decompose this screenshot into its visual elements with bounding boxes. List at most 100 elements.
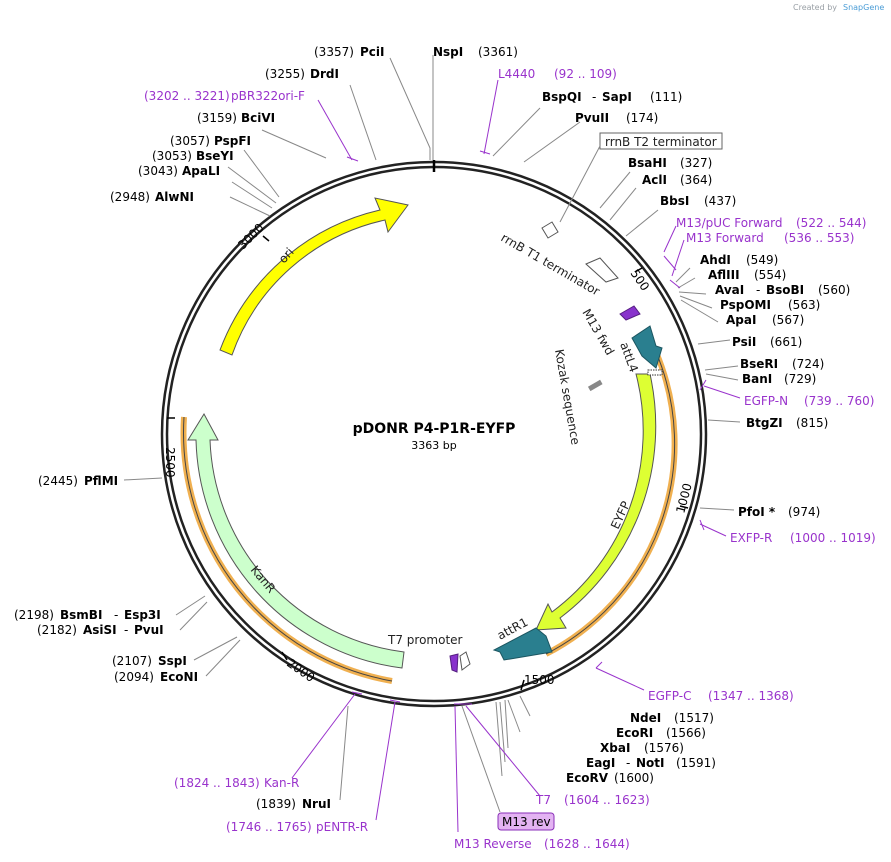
esp3i-site[interactable]: Esp3I — [124, 608, 161, 622]
asisi-pos: (2182) — [37, 623, 77, 637]
apali-site[interactable]: ApaLI — [182, 164, 220, 178]
nspi-pos: (3361) — [478, 45, 518, 59]
attl4-feature — [631, 325, 663, 369]
acli-site[interactable]: AclI — [642, 173, 667, 187]
pvuii-site[interactable]: PvuII — [575, 111, 609, 125]
kanr-feature — [187, 412, 405, 669]
sspi-site[interactable]: SspI — [158, 654, 187, 668]
apali-pos: (3043) — [138, 164, 178, 178]
pcii-site[interactable]: PciI — [360, 45, 385, 59]
m13-rev-box[interactable] — [497, 812, 555, 831]
svg-text:-: - — [592, 90, 596, 104]
bspqi-pos: (111) — [650, 90, 682, 104]
pspomi-site[interactable]: PspOMI — [720, 298, 771, 312]
exfp-r-primer[interactable]: EXFP-R — [730, 531, 772, 545]
btgzi-pos: (815) — [796, 416, 828, 430]
apai-site[interactable]: ApaI — [726, 313, 756, 327]
ahdi-pos: (549) — [746, 253, 778, 267]
m13-forward-range: (536 .. 553) — [784, 231, 854, 245]
pvui-site[interactable]: PvuI — [134, 623, 164, 637]
bseyi-site[interactable]: BseYI — [196, 149, 234, 163]
ahdi-site[interactable]: AhdI — [700, 253, 731, 267]
sapi-site[interactable]: SapI — [602, 90, 632, 104]
tick-label-500: 500 — [628, 267, 653, 294]
m13-rev-primer[interactable]: M13 rev — [502, 815, 551, 829]
ecorv-site[interactable]: EcoRV — [566, 771, 609, 785]
econi-pos: (2094) — [114, 670, 154, 684]
bcivi-pos: (3159) — [197, 111, 237, 125]
bspqi-site[interactable]: BspQI — [542, 90, 582, 104]
eagi-site[interactable]: EagI — [586, 756, 615, 770]
m13-reverse-range: (1628 .. 1644) — [544, 837, 630, 851]
l4440-primer[interactable]: L4440 — [498, 67, 535, 81]
m13-forward-primer[interactable]: M13 Forward — [686, 231, 764, 245]
bseyi-pos: (3053) — [152, 149, 192, 163]
pflmi-site[interactable]: PflMI — [84, 474, 118, 488]
egfp-n-primer[interactable]: EGFP-N — [744, 394, 788, 408]
bsahi-pos: (327) — [680, 156, 712, 170]
asisi-site[interactable]: AsiSI — [83, 623, 117, 637]
ndei-pos: (1517) — [674, 711, 714, 725]
tick-label-1000: 1000 — [673, 482, 694, 515]
pentr-r-primer[interactable]: pENTR-R — [316, 820, 368, 834]
svg-text:-: - — [114, 608, 118, 622]
ecori-pos: (1566) — [666, 726, 706, 740]
bbsi-pos: (437) — [704, 194, 736, 208]
kan-r-primer[interactable]: Kan-R — [264, 776, 299, 790]
psii-pos: (661) — [770, 335, 802, 349]
tick-label-2000: 2000 — [284, 656, 317, 685]
avai-site[interactable]: AvaI — [715, 283, 744, 297]
pcii-pos: (3357) — [314, 45, 354, 59]
eyfp-orf-line — [545, 351, 676, 655]
psii-site[interactable]: PsiI — [732, 335, 756, 349]
m13-puc-forward-primer[interactable]: M13/pUC Forward — [676, 216, 783, 230]
bsobi-site[interactable]: BsoBI — [766, 283, 804, 297]
eyfp-feature — [535, 373, 657, 631]
nrui-pos: (1839) — [256, 797, 296, 811]
m13-fwd-label: M13 fwd — [579, 307, 617, 358]
acli-pos: (364) — [680, 173, 712, 187]
svg-text:-: - — [124, 623, 128, 637]
m13-rev-feature — [449, 653, 459, 673]
bbsi-site[interactable]: BbsI — [660, 194, 689, 208]
credit-brand: SnapGene — [843, 3, 884, 12]
ndei-site[interactable]: NdeI — [630, 711, 661, 725]
pbr322ori-f-primer[interactable]: pBR322ori-F — [231, 89, 305, 103]
alwni-pos: (2948) — [110, 190, 150, 204]
bseri-pos: (724) — [792, 357, 824, 371]
l4440-range: (92 .. 109) — [554, 67, 617, 81]
bsmbi-pos: (2198) — [14, 608, 54, 622]
bsahi-site[interactable]: BsaHI — [628, 156, 667, 170]
bsmbi-site[interactable]: BsmBI — [60, 608, 102, 622]
pfoi-site[interactable]: PfoI * — [738, 505, 776, 519]
ecori-site[interactable]: EcoRI — [616, 726, 653, 740]
exfp-r-range: (1000 .. 1019) — [790, 531, 876, 545]
bcivi-site[interactable]: BciVI — [241, 111, 275, 125]
drdi-site[interactable]: DrdI — [310, 67, 339, 81]
m13-fwd-feature — [619, 305, 641, 321]
noti-site[interactable]: NotI — [636, 756, 665, 770]
kozak-label: Kozak sequence — [552, 348, 583, 446]
afliii-site[interactable]: AflIII — [708, 268, 740, 282]
t7-primer[interactable]: T7 — [535, 793, 551, 807]
nspi-site[interactable]: NspI — [433, 45, 463, 59]
t7-range: (1604 .. 1623) — [564, 793, 650, 807]
afliii-pos: (554) — [754, 268, 786, 282]
xbai-site[interactable]: XbaI — [600, 741, 630, 755]
egfp-c-primer[interactable]: EGFP-C — [648, 689, 691, 703]
alwni-site[interactable]: AlwNI — [155, 190, 194, 204]
rrnb-t2-label: rrnB T2 terminator — [605, 135, 717, 149]
m13-reverse-primer[interactable]: M13 Reverse — [454, 837, 532, 851]
pspfi-site[interactable]: PspFI — [214, 134, 251, 148]
bseri-site[interactable]: BseRI — [740, 357, 778, 371]
pbr322ori-f-range: (3202 .. 3221) — [144, 89, 230, 103]
xbai-pos: (1576) — [644, 741, 684, 755]
rrnb-t1-feature — [585, 257, 619, 283]
bani-site[interactable]: BanI — [742, 372, 772, 386]
pspfi-pos: (3057) — [170, 134, 210, 148]
econi-site[interactable]: EcoNI — [160, 670, 198, 684]
pfoi-pos: (974) — [788, 505, 820, 519]
nrui-site[interactable]: NruI — [302, 797, 331, 811]
btgzi-site[interactable]: BtgZI — [746, 416, 783, 430]
